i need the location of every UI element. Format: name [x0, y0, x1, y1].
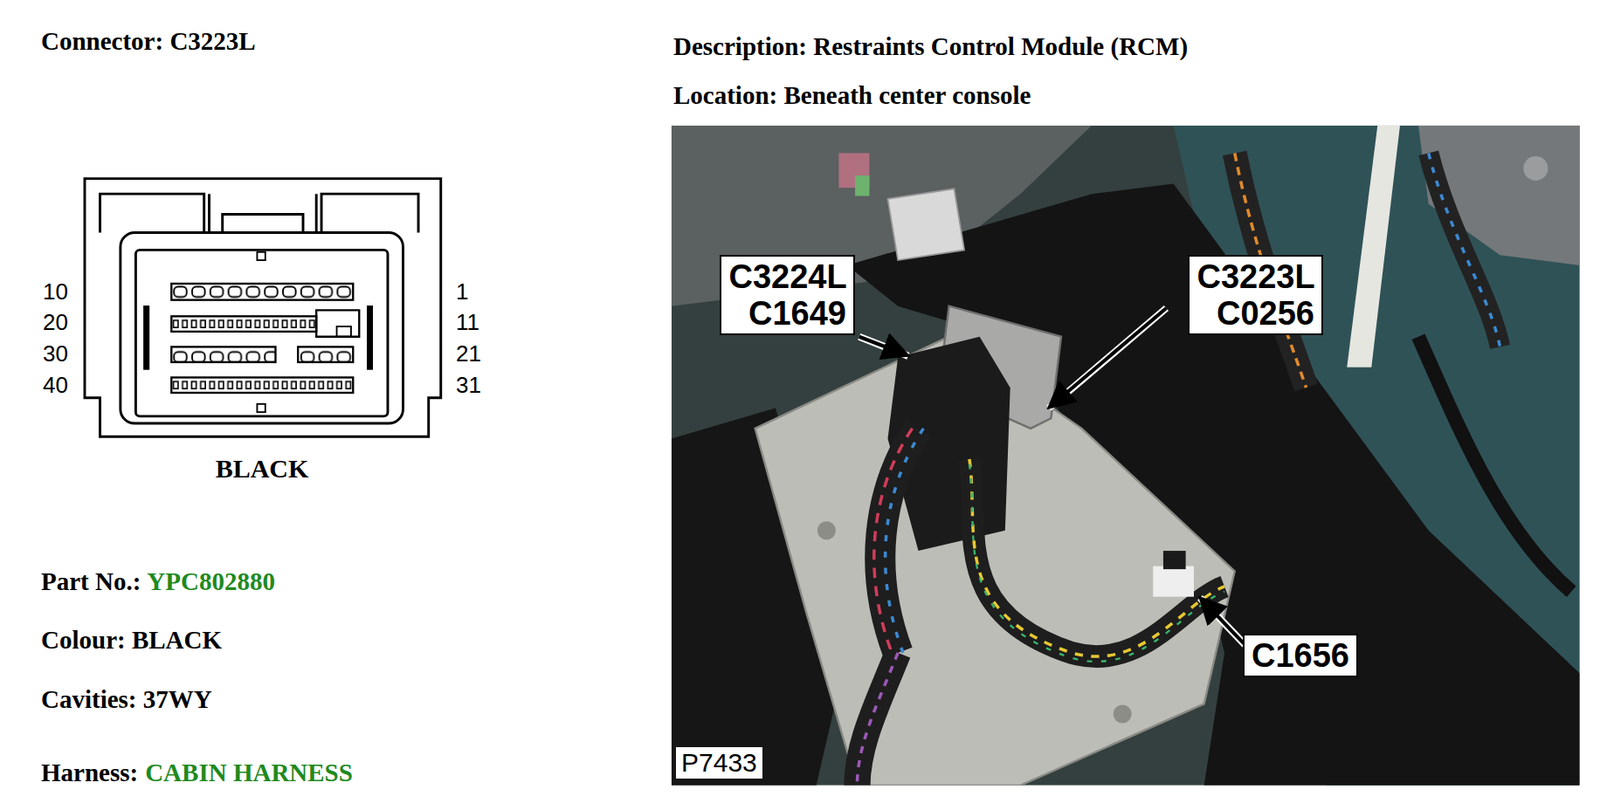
- callout-box: C1656: [1242, 634, 1359, 678]
- callout-arrows: [859, 308, 1246, 646]
- pin-number: 40: [42, 372, 69, 399]
- pin-number: 1: [455, 278, 469, 305]
- description-text: Description: Restraints Control Module (…: [673, 31, 1188, 62]
- harness-name: CABIN HARNESS: [144, 758, 353, 788]
- pin-number: 11: [455, 309, 480, 336]
- connector-id: C3223L C0256: [1196, 258, 1315, 332]
- pin-number: 20: [42, 309, 69, 336]
- pin-number: 30: [42, 340, 69, 367]
- connector-face: [84, 179, 442, 438]
- cavities-text: Cavities: 37WY: [41, 684, 213, 715]
- harness-label: Harness:: [41, 758, 138, 788]
- callout-box: C3223L C0256: [1187, 255, 1324, 336]
- colour-text: Colour: BLACK: [41, 625, 222, 656]
- pin-number: 21: [455, 340, 482, 367]
- vehicle-photo: [671, 125, 1580, 787]
- connector-id: C1656: [1251, 637, 1350, 675]
- pin-number: 31: [455, 372, 482, 399]
- connector-heading: Connector: C3223L: [41, 26, 256, 56]
- part-number: YPC802880: [146, 566, 276, 597]
- part-number-label: Part No.:: [41, 566, 141, 597]
- connector-id: C3224L C1649: [728, 258, 847, 332]
- callout-box: C3224L C1649: [719, 255, 856, 336]
- pin-number: 10: [42, 278, 69, 305]
- figure-number: P7433: [675, 747, 763, 780]
- location-text: Location: Beneath center console: [673, 80, 1031, 111]
- connector-colour: BLACK: [215, 453, 310, 485]
